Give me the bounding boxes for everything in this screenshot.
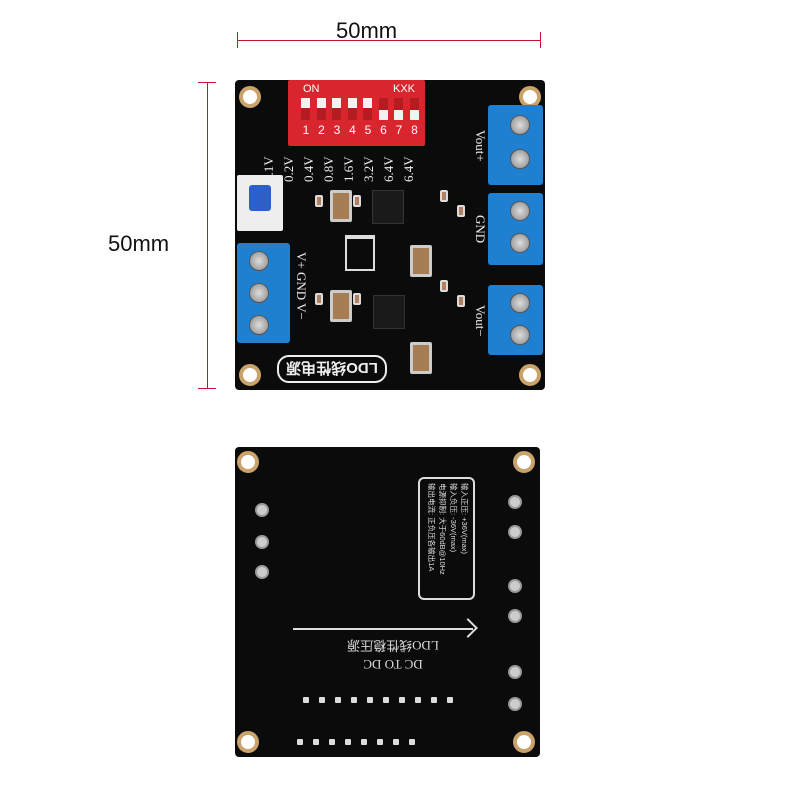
back-title: LDO线性稳压源 — [347, 638, 439, 653]
vout-plus-terminal[interactable] — [488, 105, 543, 185]
dip-on-label: ON — [303, 83, 320, 95]
spec-line: 输入正压: +36V(max) — [460, 483, 469, 555]
mount-hole — [239, 86, 261, 108]
direction-arrow — [293, 628, 473, 630]
pin-row — [303, 697, 453, 703]
dip-toggle-2[interactable] — [316, 98, 326, 120]
power-switch-button[interactable] — [249, 185, 271, 211]
dip-number: 4 — [349, 123, 356, 137]
voltage-label: 0.4V — [301, 156, 316, 182]
smd-component — [440, 190, 448, 202]
solder-pad — [508, 525, 522, 539]
dip-number: 2 — [318, 123, 325, 137]
width-label: 50mm — [336, 18, 398, 43]
arrow-head — [458, 618, 478, 638]
smd-component — [353, 293, 361, 305]
regulator-chip — [373, 295, 405, 329]
dip-toggle-3[interactable] — [332, 98, 341, 120]
solder-pad — [508, 495, 522, 509]
screw[interactable] — [249, 251, 269, 271]
dip-number: 8 — [411, 123, 418, 137]
solder-pad — [508, 665, 522, 679]
dip-switch[interactable]: ON KXK 1 2 3 4 5 6 7 8 — [288, 80, 425, 146]
screw[interactable] — [510, 325, 530, 345]
smd-component — [315, 293, 323, 305]
screw[interactable] — [510, 233, 530, 253]
mount-hole — [519, 364, 541, 386]
voltage-label: 0.2V — [281, 156, 296, 182]
dip-number: 7 — [395, 123, 403, 137]
back-subtitle: DC TO DC — [363, 657, 423, 672]
dip-number: 6 — [380, 123, 387, 137]
mount-hole — [239, 364, 261, 386]
board-title: LDO线性电源 — [277, 355, 387, 383]
screw[interactable] — [249, 283, 269, 303]
capacitor — [410, 342, 432, 374]
screw[interactable] — [510, 201, 530, 221]
vout-minus-terminal[interactable] — [488, 285, 543, 355]
dip-toggle-1[interactable] — [301, 98, 310, 120]
input-terminal[interactable] — [237, 243, 290, 343]
smd-component — [353, 195, 361, 207]
solder-pad — [255, 503, 269, 517]
vout-minus-label: Vout− — [473, 305, 488, 337]
width-tick-left — [237, 32, 238, 48]
screw[interactable] — [249, 315, 269, 335]
solder-pad — [508, 579, 522, 593]
pcb-front: ON KXK 1 2 3 4 5 6 7 8 6.4V 6.4V 3.2V 1.… — [235, 80, 545, 390]
dip-toggle-7[interactable] — [394, 98, 403, 120]
spec-line: 输入负压: -36V(max) — [449, 483, 458, 553]
capacitor — [330, 290, 352, 322]
dip-toggle-4[interactable] — [347, 98, 357, 120]
dip-number: 5 — [364, 123, 372, 137]
smd-component — [440, 280, 448, 292]
smd-component — [457, 295, 465, 307]
spec-line: 电源抑制: 大于60dB@10Hz — [438, 483, 447, 575]
screw[interactable] — [510, 149, 530, 169]
dip-toggle-6[interactable] — [378, 98, 388, 120]
dip-number: 3 — [333, 123, 341, 137]
voltage-label: 6.4V — [401, 156, 416, 182]
capacitor — [410, 245, 432, 277]
mount-hole — [513, 451, 535, 473]
weee-symbol — [345, 235, 375, 271]
regulator-chip — [372, 190, 404, 224]
solder-pad — [255, 565, 269, 579]
height-tick-bottom — [198, 388, 216, 389]
mount-hole — [237, 451, 259, 473]
input-label: V+ GND V− — [294, 252, 309, 320]
smd-component — [457, 205, 465, 217]
smd-component — [315, 195, 323, 207]
power-switch[interactable] — [237, 175, 283, 231]
dip-toggle-8[interactable] — [409, 98, 419, 120]
screw[interactable] — [510, 293, 530, 313]
capacitor — [330, 190, 352, 222]
width-tick-right — [540, 32, 541, 48]
board-title-text: LDO线性电源 — [286, 359, 378, 377]
voltage-label: 6.4V — [381, 156, 396, 182]
gnd-terminal[interactable] — [488, 193, 543, 265]
solder-pad — [508, 609, 522, 623]
height-label: 50mm — [108, 231, 170, 256]
spec-box: 输入正压: +36V(max) 输入负压: -36V(max) 电源抑制: 大于… — [418, 477, 475, 600]
voltage-label: 3.2V — [361, 156, 376, 182]
mount-hole — [513, 731, 535, 753]
voltage-label: 0.8V — [321, 156, 336, 182]
solder-pad — [508, 697, 522, 711]
gnd-label: GND — [473, 215, 488, 244]
width-dimension-line — [237, 40, 540, 41]
screw[interactable] — [510, 115, 530, 135]
dip-number: 1 — [302, 123, 310, 137]
dip-brand-label: KXK — [392, 83, 415, 95]
height-dimension-line — [207, 82, 208, 388]
pin-row — [297, 739, 415, 745]
mount-hole — [237, 731, 259, 753]
height-tick-top — [198, 82, 216, 83]
vout-plus-label: Vout+ — [473, 130, 488, 162]
voltage-label: 1.6V — [341, 156, 356, 182]
spec-line: 输出电流: 正负压各输出1A — [427, 483, 436, 572]
solder-pad — [255, 535, 269, 549]
pcb-back: 输入正压: +36V(max) 输入负压: -36V(max) 电源抑制: 大于… — [235, 447, 540, 757]
dip-toggle-5[interactable] — [363, 98, 372, 120]
